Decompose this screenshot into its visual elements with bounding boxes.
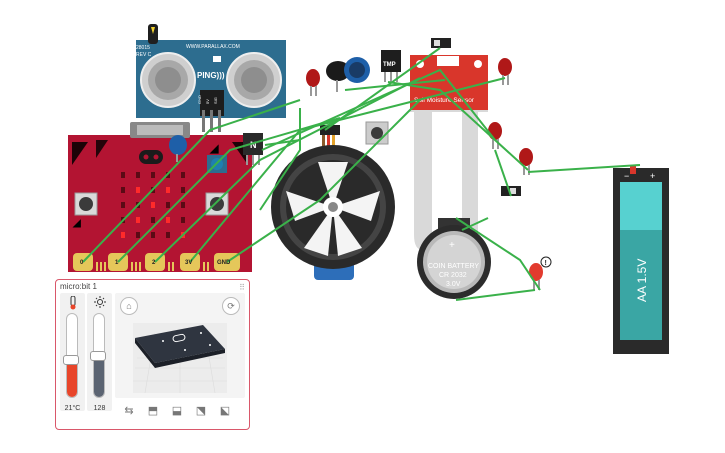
slide-switch-top[interactable]: [431, 38, 451, 48]
pin-0-label: 0: [80, 260, 84, 266]
thermometer-icon: [70, 296, 76, 310]
led-pixel: [121, 172, 125, 178]
button-a[interactable]: [74, 192, 98, 216]
coin-battery-line3: 3.0V: [446, 281, 461, 288]
ping-logo-text: PING))): [197, 71, 225, 80]
led-pixel: [151, 172, 155, 178]
led-pixel: [151, 232, 155, 238]
led-pixel: [136, 232, 140, 238]
led-red-4[interactable]: [519, 148, 533, 175]
led-pixel: [166, 217, 170, 223]
face-down-icon[interactable]: ⬕: [219, 405, 231, 417]
warning-badge-text: !: [545, 260, 547, 267]
warning-badge[interactable]: [540, 256, 552, 268]
soil-sensor-label: Soil Moisture Sensor: [414, 97, 475, 104]
aa-plus: +: [650, 171, 655, 181]
aa-minus: −: [624, 171, 629, 181]
tilt-right-icon[interactable]: ⬓: [171, 405, 183, 417]
ping-site-text: WWW.PARALLAX.COM: [186, 44, 240, 50]
led-pixel: [166, 202, 170, 208]
capacitor[interactable]: [169, 135, 187, 162]
coin-battery-line2: CR 2032: [439, 272, 467, 279]
ping-rev-text: REV C: [136, 52, 152, 58]
light-thumb[interactable]: [90, 350, 106, 361]
ping-pin-gnd: GND: [197, 95, 202, 104]
light-fill: [94, 355, 104, 397]
led-pixel: [121, 187, 125, 193]
svg-text:◢: ◢: [209, 143, 219, 155]
temperature-sensor[interactable]: [381, 50, 401, 82]
tmp-label: TMP: [383, 62, 396, 68]
button-b[interactable]: [205, 192, 229, 216]
led-pixel: [181, 202, 185, 208]
ping-pin-sig: SIG: [213, 97, 218, 104]
npn-label: N: [250, 140, 257, 150]
led-red-5[interactable]: [529, 263, 543, 290]
led-pixel: [121, 202, 125, 208]
button-a-mark: ◢: [72, 218, 81, 229]
led-pixel: [181, 217, 185, 223]
led-pixel: [166, 187, 170, 193]
coin-battery-line1: COIN BATTERY: [428, 263, 479, 270]
electrolytic-capacitor[interactable]: [344, 57, 370, 83]
drag-handle-icon[interactable]: ⠿: [239, 283, 245, 292]
temperature-fill: [67, 359, 77, 397]
vibration-motor[interactable]: [326, 61, 350, 92]
wires[interactable]: [82, 47, 641, 301]
aa-battery-label: AA 1.5V: [635, 259, 649, 302]
ping-pin-5v: 5V: [205, 99, 210, 104]
aa-battery-holder[interactable]: [613, 166, 669, 354]
light-value: 128: [93, 405, 106, 412]
led-pixel: [166, 232, 170, 238]
shake-icon[interactable]: ⇆: [124, 405, 134, 417]
led-pixel: [181, 172, 185, 178]
led-pixel: [136, 172, 140, 178]
led-pixel: [151, 202, 155, 208]
led-red-1[interactable]: [306, 69, 320, 96]
temperature-thumb[interactable]: [63, 354, 79, 365]
led-pixel: [136, 187, 140, 193]
slide-switch-right[interactable]: [501, 186, 521, 196]
pin-3v-label: 3V: [185, 260, 193, 266]
pin-2-label: 2: [152, 260, 156, 266]
wheel[interactable]: [271, 145, 395, 269]
face-up-icon[interactable]: ⬔: [195, 405, 207, 417]
led-red-2[interactable]: [498, 58, 512, 85]
led-pixel: [181, 187, 185, 193]
led-pixel: [136, 217, 140, 223]
panel-title: micro:bit 1: [60, 282, 97, 291]
light-slider-panel: 128: [87, 293, 112, 412]
microbit-sim-panel: micro:bit 1 ⠿ 21°C 128: [55, 279, 250, 430]
microbit-touch-logo[interactable]: [139, 150, 163, 164]
led-pixel: [121, 232, 125, 238]
led-pixel: [151, 217, 155, 223]
ping-status-led: [213, 56, 221, 62]
microbit-3d-view[interactable]: ⌂ ⟳: [115, 293, 245, 398]
ping-ultrasonic-sensor[interactable]: [136, 24, 286, 132]
pushbutton[interactable]: [365, 121, 389, 145]
sun-icon: [94, 296, 106, 308]
coin-battery-plus: +: [449, 240, 455, 251]
tilt-left-icon[interactable]: ⬒: [147, 405, 159, 417]
temperature-value: 21°C: [64, 405, 81, 412]
home-icon[interactable]: ⌂: [120, 297, 138, 315]
temperature-slider-panel: 21°C: [60, 293, 85, 412]
rotate-icon[interactable]: ⟳: [222, 297, 240, 315]
pin-gnd-label: GND: [217, 260, 231, 266]
pin-1-label: 1: [115, 260, 119, 266]
ping-model-text: 28015: [136, 45, 150, 51]
